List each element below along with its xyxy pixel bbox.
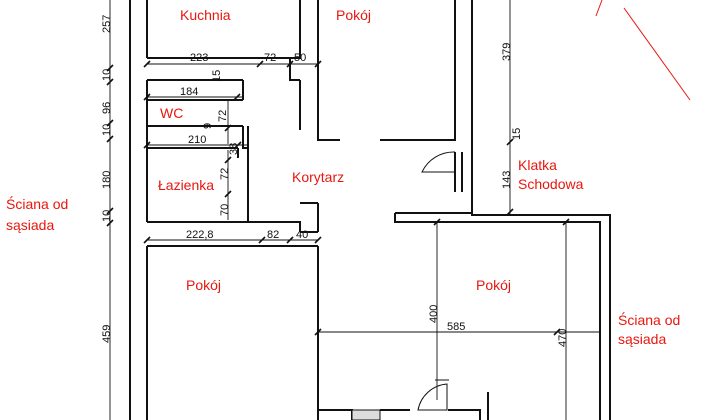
bottom-door bbox=[417, 383, 448, 411]
room-label-left-room: Pokój bbox=[186, 277, 221, 293]
room-label-right-room: Pokój bbox=[476, 277, 511, 293]
dim-v-10c: 10 bbox=[101, 210, 113, 222]
dim-kitchen-width: 223 bbox=[190, 52, 208, 64]
room-label-top-room: Pokój bbox=[336, 7, 371, 23]
neighbor-wall-left-line1: Ściana od bbox=[6, 195, 68, 212]
dim-left-room-wall: 40 bbox=[296, 229, 308, 241]
neighbor-wall-left-line2: sąsiada bbox=[6, 217, 54, 233]
dim-kitchen-wall: 50 bbox=[294, 52, 306, 64]
room-label-kitchen: Kuchnia bbox=[180, 7, 231, 23]
dim-right-room-depth: 400 bbox=[428, 305, 440, 323]
room-labels: Kuchnia Pokój WC Łazienka Korytarz Klatk… bbox=[158, 7, 584, 293]
dim-v-257: 257 bbox=[101, 15, 113, 33]
dim-wc-9: 9 bbox=[202, 123, 214, 129]
room-label-corridor: Korytarz bbox=[292, 169, 344, 185]
dim-wc-door: 72 bbox=[217, 110, 229, 122]
room-label-stairwell-1: Klatka bbox=[518, 157, 557, 173]
stair-door bbox=[421, 151, 456, 173]
dim-left-room-width: 222,8 bbox=[186, 229, 214, 241]
dim-v-143: 143 bbox=[501, 171, 513, 189]
neighbor-wall-right-line2: sąsiada bbox=[618, 331, 666, 347]
dim-right-room-width: 585 bbox=[447, 321, 465, 333]
dim-v-10b: 10 bbox=[101, 124, 113, 136]
dim-right-room-depth2: 470 bbox=[557, 329, 569, 347]
annotation-lines bbox=[595, 0, 691, 101]
dim-v-15: 15 bbox=[511, 128, 523, 140]
dim-v-10a: 10 bbox=[101, 69, 113, 81]
dim-wc-15: 15 bbox=[211, 70, 223, 82]
dim-kitchen-gap: 72 bbox=[264, 52, 276, 64]
dim-left-room-gap: 82 bbox=[267, 229, 279, 241]
dimension-lines bbox=[106, 0, 600, 420]
dimension-labels: 223 72 50 184 15 72 9 210 38 72 70 222,8… bbox=[101, 15, 569, 347]
room-label-bathroom: Łazienka bbox=[158, 177, 214, 193]
dim-wc-width: 184 bbox=[180, 86, 198, 98]
dim-bath-70: 70 bbox=[219, 204, 231, 216]
neighbor-notes: Ściana od sąsiada Ściana od sąsiada bbox=[6, 195, 680, 347]
doors bbox=[351, 151, 456, 420]
room-label-wc: WC bbox=[160, 105, 183, 121]
dim-v-180: 180 bbox=[101, 171, 113, 189]
dim-v-379: 379 bbox=[501, 43, 513, 61]
neighbor-wall-right-line1: Ściana od bbox=[618, 311, 680, 328]
balcony-door bbox=[351, 409, 381, 420]
dim-v-96: 96 bbox=[101, 102, 113, 114]
dim-bath-door: 72 bbox=[219, 168, 231, 180]
dim-bath-38: 38 bbox=[228, 143, 240, 155]
dim-v-459: 459 bbox=[101, 325, 113, 343]
room-label-stairwell-2: Schodowa bbox=[518, 176, 584, 192]
dim-bath-width: 210 bbox=[188, 134, 206, 146]
